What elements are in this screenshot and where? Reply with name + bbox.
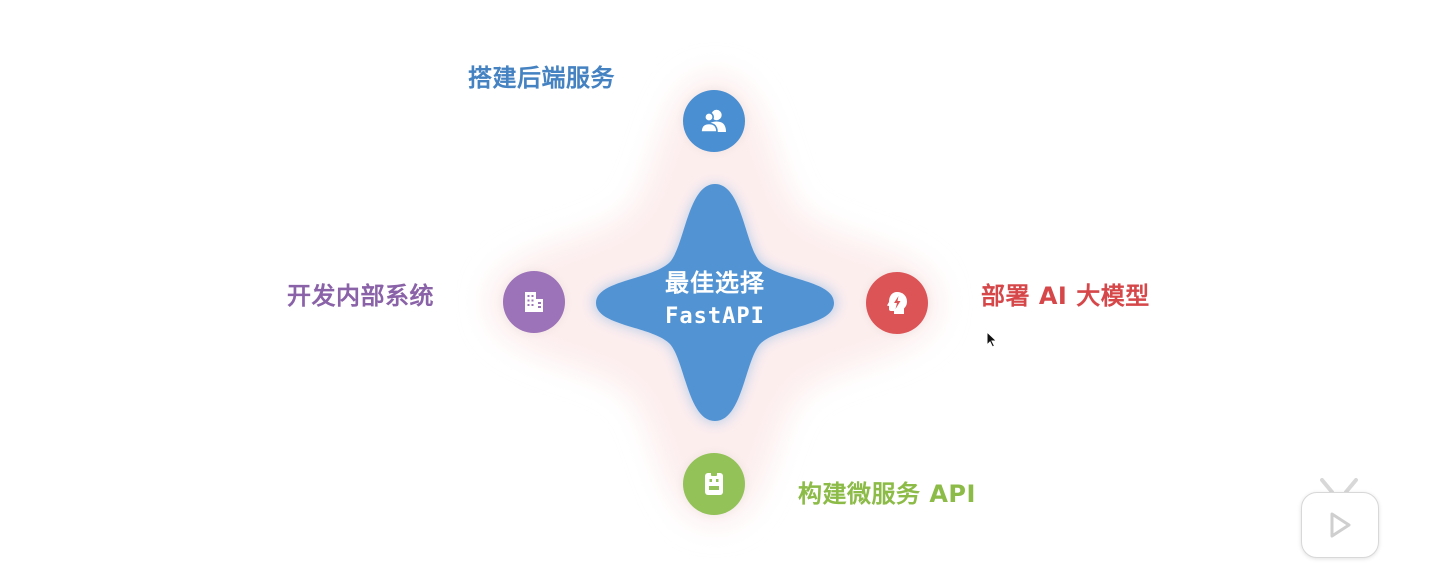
label-ai-models: 部署 AI 大模型 xyxy=(981,282,1150,310)
label-internal-systems: 开发内部系统 xyxy=(287,282,434,310)
node-ai-models xyxy=(866,272,928,334)
label-backend-services: 搭建后端服务 xyxy=(468,64,615,92)
building-icon xyxy=(525,292,543,312)
mouse-cursor-icon xyxy=(986,331,998,348)
node-microservices xyxy=(683,453,745,515)
brain-bolt-icon xyxy=(887,292,907,314)
center-star xyxy=(596,184,834,421)
play-button[interactable] xyxy=(1301,492,1379,558)
center-title-line2: FastAPI xyxy=(665,304,765,329)
badge-icon xyxy=(705,472,723,495)
center-title-line1: 最佳选择 xyxy=(665,269,765,297)
label-microservices: 构建微服务 API xyxy=(798,480,976,508)
center-title: 最佳选择 FastAPI xyxy=(640,266,790,334)
play-icon xyxy=(1330,512,1351,538)
node-internal-systems xyxy=(503,271,565,333)
node-backend-services xyxy=(683,90,745,152)
users-icon xyxy=(700,109,726,133)
play-widget-ears xyxy=(1320,478,1358,494)
